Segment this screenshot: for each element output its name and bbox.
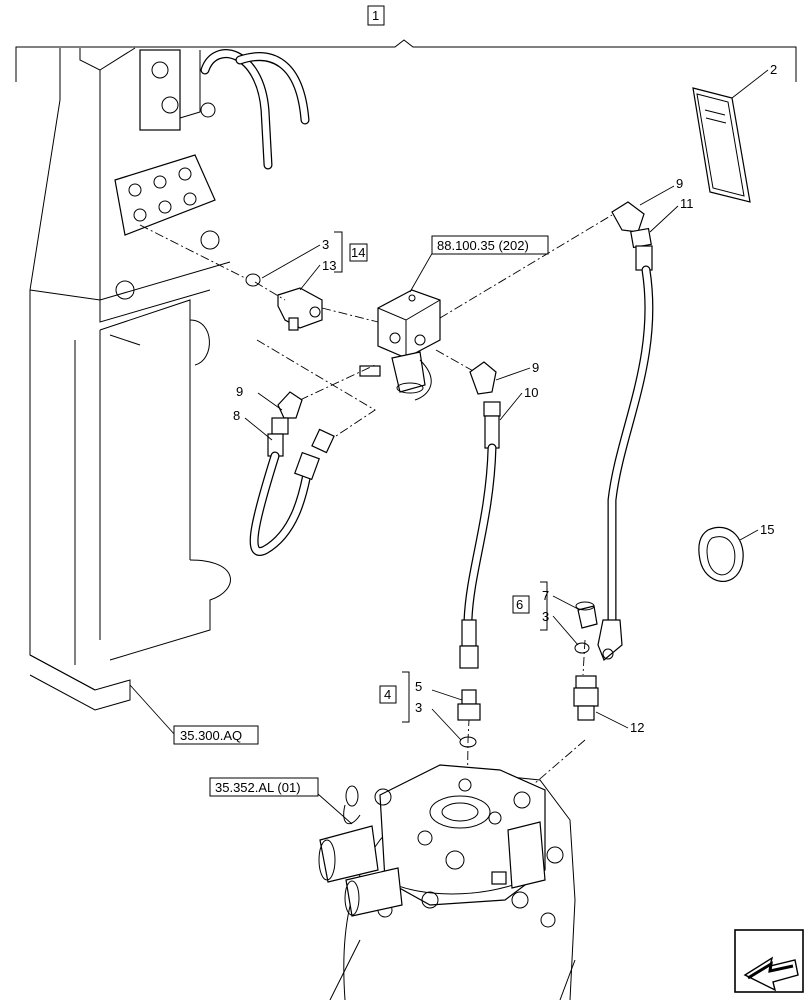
callout-3-group4: 3 [415, 700, 422, 715]
o-ring-4 [459, 736, 477, 748]
callout-10: 10 [524, 385, 538, 400]
adapter-12: 12 [573, 675, 644, 735]
callout-6: 6 [516, 597, 523, 612]
o-ring-upper [245, 273, 261, 287]
callout-7: 7 [542, 588, 549, 603]
ref-motor: 35.352.AL (01) [215, 780, 301, 795]
callout-8: 8 [233, 408, 240, 423]
valve-block: 88.100.35 (202) [359, 235, 549, 401]
callout-box-6 [512, 595, 530, 614]
callout-14: 14 [351, 245, 365, 260]
hose-8: 9 8 [233, 384, 335, 556]
swing-motor: 35.352.AL (01) [209, 764, 576, 1000]
ref-valve: 88.100.35 (202) [437, 238, 529, 253]
ref-box-motor [209, 777, 319, 797]
o-ring-6 [574, 642, 590, 654]
callout-3-upper: 3 [322, 237, 329, 252]
callout-9-right: 9 [676, 176, 683, 191]
ref-frame: 35.300.AQ [180, 728, 242, 743]
tee-fitting-group: 3 13 14 [245, 231, 368, 331]
hose-10: 9 10 [459, 360, 539, 669]
callout-11: 11 [680, 196, 694, 211]
callout-12: 12 [630, 720, 644, 735]
elbow-9-mid [469, 361, 497, 395]
group-6: 6 7 3 [512, 581, 598, 654]
machine-frame [29, 47, 310, 711]
callout-9-left: 9 [236, 384, 243, 399]
arrow-next-icon[interactable] [734, 929, 804, 993]
callout-15: 15 [760, 522, 774, 537]
ref-box-valve [431, 235, 549, 255]
band-15: 15 [698, 522, 774, 582]
callout-13: 13 [322, 258, 336, 273]
callout-3-group6: 3 [542, 609, 549, 624]
group-4: 4 5 3 [379, 671, 481, 748]
ref-box-frame [173, 725, 259, 745]
callout-2: 2 [770, 62, 777, 77]
group-bracket: 1 [15, 5, 797, 82]
callout-box-4 [379, 685, 397, 704]
callout-box-14 [349, 243, 368, 262]
frame-reference: 35.300.AQ [129, 684, 259, 745]
callout-5: 5 [415, 679, 422, 694]
elbow-9-right [611, 201, 645, 233]
callout-9-mid: 9 [532, 360, 539, 375]
callout-1: 1 [372, 8, 379, 23]
assembly-lines [139, 214, 613, 821]
manual-booklet: 2 [692, 62, 777, 203]
callout-4: 4 [384, 687, 391, 702]
callout-box-1 [367, 5, 385, 26]
elbow-9-left [277, 391, 303, 419]
hose-11: 9 11 [597, 176, 694, 661]
